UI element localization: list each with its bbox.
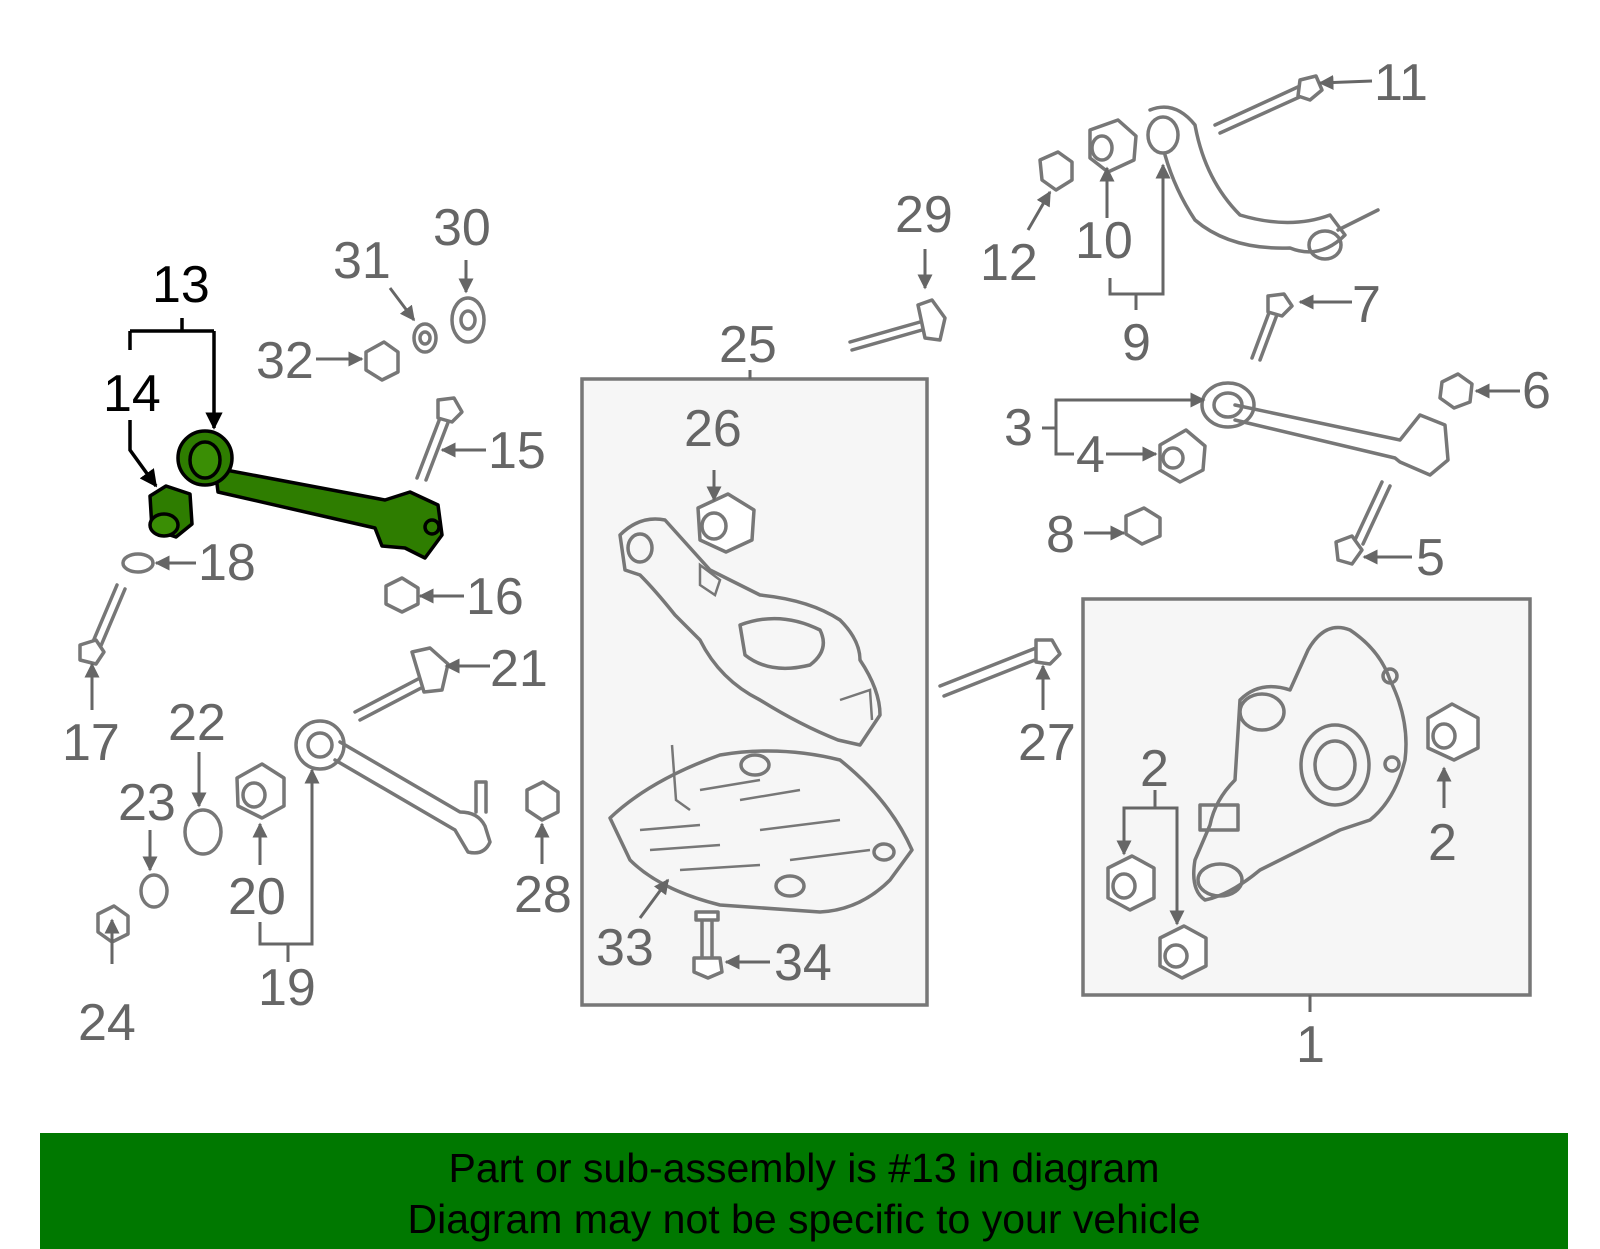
callout-18[interactable]: 18 (198, 534, 256, 592)
callout-19[interactable]: 19 (258, 959, 316, 1017)
part-2-bushing-right (1426, 702, 1480, 762)
callout-24[interactable]: 24 (78, 994, 136, 1052)
callout-2-right[interactable]: 2 (1428, 814, 1457, 872)
callout-21[interactable]: 21 (490, 640, 548, 698)
callout-32[interactable]: 32 (256, 332, 314, 390)
banner-line-1: Part or sub-assembly is #13 in diagram (448, 1145, 1160, 1191)
part-15-bolt (415, 396, 464, 482)
part-34-bolt (692, 910, 724, 980)
callout-2-top[interactable]: 2 (1140, 740, 1169, 798)
callout-15[interactable]: 15 (488, 422, 546, 480)
callout-13[interactable]: 13 (152, 256, 210, 314)
part-3-lower-link (1200, 381, 1450, 477)
part-12-nut (1038, 150, 1074, 192)
part-22-washer (183, 808, 223, 856)
callout-33[interactable]: 33 (596, 919, 654, 977)
callout-5[interactable]: 5 (1416, 529, 1445, 587)
part-28-nut (525, 780, 560, 822)
part-25-trailing-arm (618, 517, 882, 747)
callout-17[interactable]: 17 (62, 714, 120, 772)
callout-20[interactable]: 20 (228, 868, 286, 926)
callout-14[interactable]: 14 (103, 365, 161, 423)
part-19-toe-link (294, 719, 492, 855)
callout-31[interactable]: 31 (333, 232, 391, 290)
part-31-washer (412, 322, 438, 354)
part-5-bolt (1334, 480, 1392, 566)
part-27-bolt (938, 638, 1062, 698)
callout-12[interactable]: 12 (980, 234, 1038, 292)
part-29-bolt (848, 298, 947, 352)
callout-8[interactable]: 8 (1046, 506, 1075, 564)
part-9-upper-arm (1146, 105, 1380, 261)
callout-30[interactable]: 30 (433, 199, 491, 257)
part-20-bushing (235, 762, 286, 820)
part-18-washer (121, 552, 155, 574)
part-13-trailing-link[interactable] (176, 429, 444, 560)
callout-26[interactable]: 26 (684, 400, 742, 458)
group-box-1 (1081, 597, 1532, 997)
callout-11[interactable]: 11 (1374, 54, 1428, 112)
part-16-nut (384, 576, 420, 614)
part-33-underbody-shield (608, 744, 914, 914)
part-10-bushing (1088, 118, 1138, 174)
callout-9[interactable]: 9 (1122, 314, 1151, 372)
part-8-nut (1124, 506, 1162, 546)
callout-10[interactable]: 10 (1075, 212, 1133, 270)
part-2-bushing-left-upper (1106, 854, 1156, 912)
callout-34[interactable]: 34 (774, 934, 832, 992)
callout-23[interactable]: 23 (118, 774, 176, 832)
banner-line-2: Diagram may not be specific to your vehi… (407, 1196, 1201, 1242)
part-26-bushing (696, 492, 756, 554)
callout-28[interactable]: 28 (514, 866, 572, 924)
part-17-bolt (78, 583, 127, 666)
info-banner: Part or sub-assembly is #13 in diagram D… (40, 1133, 1568, 1249)
part-4-bushing (1158, 428, 1207, 484)
part-6-nut (1438, 372, 1474, 410)
callout-25[interactable]: 25 (719, 316, 777, 374)
part-2-bushing-left-lower (1158, 924, 1208, 980)
callout-27[interactable]: 27 (1018, 714, 1076, 772)
part-23-washer (139, 873, 169, 909)
callout-3[interactable]: 3 (1004, 399, 1033, 457)
part-7-bolt (1250, 292, 1294, 362)
parts-diagram: 11 12 10 9 29 7 25 6 3 4 8 5 30 31 32 13… (62, 54, 1551, 1074)
callout-29[interactable]: 29 (895, 186, 953, 244)
callout-7[interactable]: 7 (1352, 276, 1381, 334)
part-11-bolt (1213, 74, 1324, 135)
callout-6[interactable]: 6 (1522, 362, 1551, 420)
part-14-bushing[interactable] (148, 484, 194, 539)
part-30-washer (450, 296, 486, 344)
callout-14-leader (128, 420, 158, 488)
callout-4[interactable]: 4 (1076, 426, 1105, 484)
leader-lines (84, 74, 1520, 970)
callout-13-leader (128, 318, 223, 430)
part-1-knuckle (1192, 625, 1408, 902)
part-21-bolt (353, 646, 450, 722)
callout-22[interactable]: 22 (168, 694, 226, 752)
callout-16[interactable]: 16 (466, 568, 524, 626)
part-32-nut (364, 340, 400, 382)
callout-1[interactable]: 1 (1296, 1016, 1325, 1074)
